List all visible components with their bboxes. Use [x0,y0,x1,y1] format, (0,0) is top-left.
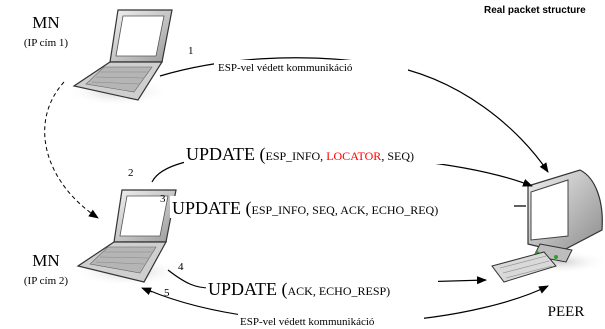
step-number-5: 5 [164,287,170,299]
update2-params: ESP_INFO, SEQ, ACK, ECHO_REQ) [252,203,439,217]
update3-params: ACK, ECHO_RESP) [288,284,391,298]
mn-top-ip-label: (IP cím 1) [24,37,69,49]
step-number-2: 2 [128,167,134,179]
step-number-3: 3 [160,193,166,205]
esp-label-bottom: ESP-vel védett kommunikáció [240,316,375,328]
update2-prefix: UPDATE ( [172,198,252,219]
update1-param-seq: , SEQ) [381,149,414,163]
esp-label-top: ESP-vel védett kommunikáció [218,62,353,74]
update1-prefix: UPDATE ( [186,144,266,165]
mn-top-label: MN [32,13,59,32]
update1-param-esp-info: ESP_INFO, [266,149,327,163]
update3-label: UPDATE (ACK, ECHO_RESP) [208,279,390,300]
step-number-4: 4 [178,261,184,273]
step-number-1: 1 [188,45,194,57]
workstation-icon-peer [491,169,605,283]
mn-bottom-label: MN [32,251,59,270]
update3-prefix: UPDATE ( [208,279,288,300]
peer-label: PEER [548,304,585,320]
esp-arrow-bottom-return-head [141,287,153,296]
update1-label: UPDATE (ESP_INFO, LOCATOR, SEQ) [186,144,414,165]
header-caption: Real packet structure [484,5,586,16]
laptop-icon-top [66,9,173,106]
update2-label: UPDATE (ESP_INFO, SEQ, ACK, ECHO_REQ) [172,198,438,219]
laptop-icon-bottom [72,189,184,286]
mn-bottom-ip-label: (IP cím 2) [24,275,69,287]
update1-param-locator: LOCATOR [326,149,381,163]
